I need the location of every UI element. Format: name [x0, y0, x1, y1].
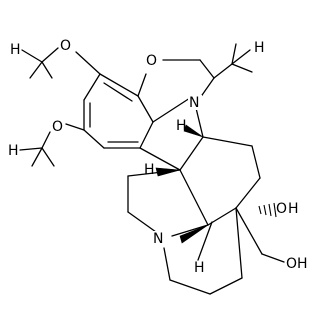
oxygen-ring-label: O: [146, 53, 157, 69]
stereo-h-top-label: H: [176, 118, 187, 134]
hydroxyl-right-oxygen-label: O: [276, 201, 287, 217]
bond: [103, 82, 133, 102]
bond: [41, 131, 51, 149]
bond: [41, 47, 59, 63]
bond: [202, 136, 253, 147]
bond: [235, 177, 261, 209]
bond: [231, 49, 251, 65]
methoxy-top-oxygen-label: O: [60, 38, 71, 54]
wedge-layer: [155, 124, 209, 244]
bond-layer: [19, 43, 285, 295]
methoxy-bottom-h-label: H: [8, 143, 19, 159]
bond: [251, 145, 261, 179]
hash-bond: [268, 203, 272, 217]
bond: [197, 221, 213, 261]
bond: [231, 43, 237, 65]
bond: [213, 63, 233, 79]
label-bg: [145, 53, 159, 68]
hydroxyl-right-h-label: H: [288, 201, 299, 217]
bond: [207, 207, 237, 226]
bond: [169, 279, 211, 295]
label-bg: [152, 231, 166, 246]
wedge-bond: [183, 124, 204, 138]
nitrogen-indoline-label: N: [189, 95, 199, 111]
label-bg: [188, 95, 202, 110]
bond: [99, 73, 139, 97]
bond: [21, 49, 43, 63]
bond: [29, 61, 43, 79]
methoxy-top-h-label: H: [10, 42, 21, 58]
methoxy-bottom-oxygen-label: O: [52, 119, 63, 135]
bond: [41, 147, 55, 167]
bond: [65, 123, 85, 131]
hash-layer: [258, 202, 277, 218]
bond: [195, 107, 204, 138]
bond: [137, 95, 154, 123]
bond: [235, 207, 263, 255]
wedge-bond: [179, 224, 209, 244]
methyl-h-label: H: [254, 40, 265, 56]
bond: [235, 207, 243, 279]
stereo-h-mid-label: H: [144, 162, 155, 178]
label-layer: O N N O H O H O H OH H H H H: [8, 38, 308, 276]
bond: [139, 147, 181, 171]
bond: [152, 97, 191, 123]
stereo-h-bottom-label: H: [194, 260, 205, 276]
bond: [209, 277, 243, 295]
hash-bond: [263, 204, 267, 216]
wedge-bond: [155, 167, 181, 177]
bond: [137, 73, 147, 97]
bond: [83, 73, 101, 101]
bond: [127, 211, 157, 233]
bond: [31, 147, 43, 167]
bond: [199, 77, 215, 99]
bond: [199, 59, 215, 79]
bond: [75, 51, 101, 75]
bond: [83, 129, 105, 149]
bond: [139, 121, 154, 149]
bond: [41, 61, 53, 79]
bond: [231, 63, 253, 73]
bond: [179, 136, 204, 171]
bond: [179, 169, 209, 226]
nitrogen-amine-label: N: [153, 231, 163, 247]
bond: [261, 253, 285, 263]
hydroxymethyl-label: OH: [286, 256, 308, 272]
bond: [19, 147, 43, 151]
bond: [163, 247, 171, 281]
hash-bond: [258, 205, 262, 215]
bond: [171, 224, 209, 237]
hash-bond: [273, 202, 277, 218]
